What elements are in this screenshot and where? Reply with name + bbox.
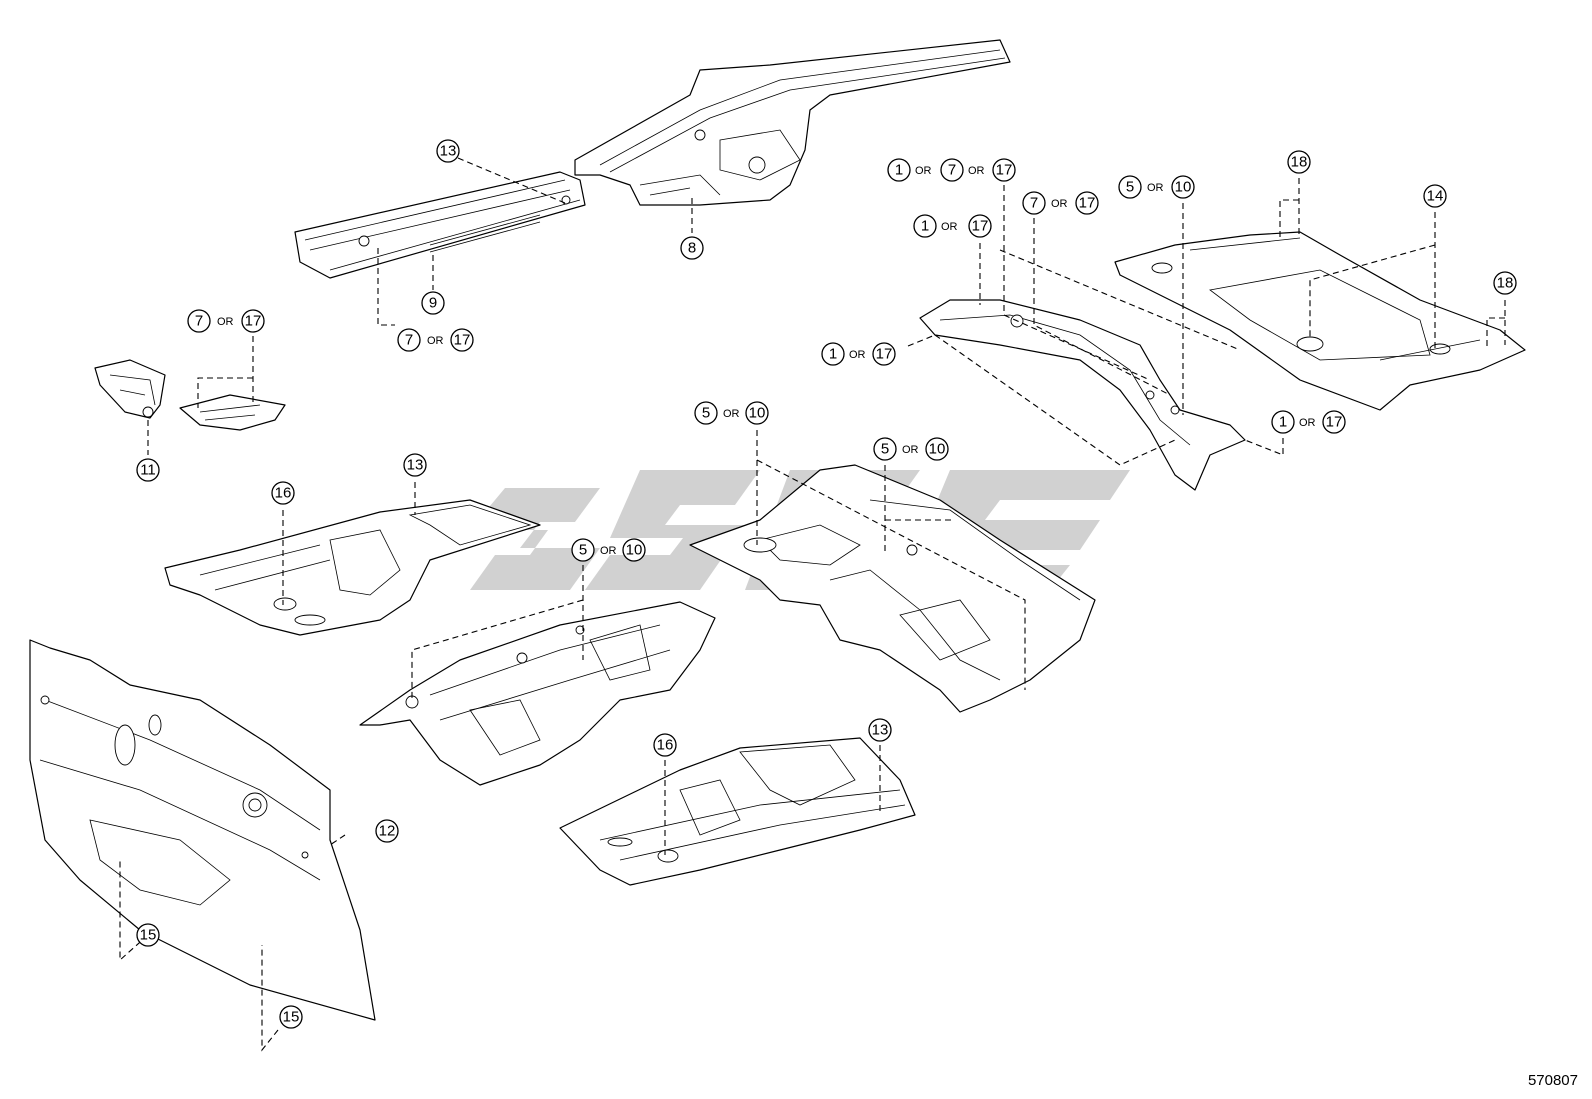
svg-text:OR: OR xyxy=(1147,182,1164,194)
svg-text:1: 1 xyxy=(829,346,837,363)
callout-13-bottom: 13 xyxy=(868,718,892,742)
part-center-floor-tunnel xyxy=(359,601,716,786)
part-rear-floor-pan xyxy=(1114,231,1526,411)
svg-text:16: 16 xyxy=(657,737,674,754)
svg-text:13: 13 xyxy=(872,722,889,739)
svg-text:7: 7 xyxy=(405,332,413,349)
part-front-side-member xyxy=(294,171,586,279)
svg-text:5: 5 xyxy=(702,405,710,422)
part-front-floor-pan-right xyxy=(559,737,916,886)
callout-7-or-17-top: 7 OR 17 xyxy=(397,328,474,352)
svg-text:OR: OR xyxy=(849,349,866,361)
callout-1-or-17-e: 1 OR 17 xyxy=(1271,410,1346,434)
svg-text:16: 16 xyxy=(275,485,292,502)
svg-text:OR: OR xyxy=(968,165,985,177)
callout-11: 11 xyxy=(136,458,160,482)
part-small-bracket xyxy=(94,359,166,419)
part-rear-floor-pan-center xyxy=(689,464,1096,713)
callout-8: 8 xyxy=(680,236,704,260)
svg-text:17: 17 xyxy=(245,313,262,330)
callout-18-b: 18 xyxy=(1493,271,1517,295)
svg-text:14: 14 xyxy=(1427,188,1444,205)
svg-text:17: 17 xyxy=(996,162,1013,179)
svg-text:17: 17 xyxy=(1326,414,1343,431)
diagram-id-label: 570807 xyxy=(1527,1072,1578,1089)
svg-text:5: 5 xyxy=(881,441,889,458)
svg-text:5: 5 xyxy=(579,542,587,559)
svg-text:13: 13 xyxy=(440,143,457,160)
callout-15-b: 15 xyxy=(279,1005,303,1029)
svg-text:OR: OR xyxy=(600,545,617,557)
svg-text:1: 1 xyxy=(1279,414,1287,431)
svg-text:10: 10 xyxy=(1175,179,1192,196)
svg-text:7: 7 xyxy=(195,313,203,330)
callout-1-or-7-or-17: 1 OR 7 OR 17 xyxy=(887,158,1016,182)
svg-text:9: 9 xyxy=(429,295,437,312)
callout-16-left: 16 xyxy=(271,481,295,505)
part-floor-brace xyxy=(179,394,286,431)
svg-text:OR: OR xyxy=(723,408,740,420)
svg-text:OR: OR xyxy=(427,335,444,347)
svg-text:18: 18 xyxy=(1497,275,1514,292)
part-front-floor-pan-left xyxy=(164,499,541,636)
svg-text:OR: OR xyxy=(1051,198,1068,210)
callout-18-a: 18 xyxy=(1287,150,1311,174)
callout-12: 12 xyxy=(375,819,399,843)
part-dash-panel xyxy=(29,639,376,1021)
svg-text:12: 12 xyxy=(379,823,396,840)
svg-text:OR: OR xyxy=(902,444,919,456)
callout-5-or-10-center: 5 OR 10 xyxy=(694,401,769,425)
callout-5-or-10-right: 5 OR 10 xyxy=(873,437,949,461)
svg-text:13: 13 xyxy=(407,457,424,474)
svg-text:OR: OR xyxy=(941,221,958,233)
svg-text:15: 15 xyxy=(283,1009,300,1026)
callout-9: 9 xyxy=(421,291,445,315)
svg-text:1: 1 xyxy=(895,162,903,179)
svg-text:OR: OR xyxy=(915,165,932,177)
svg-text:10: 10 xyxy=(929,441,946,458)
svg-text:17: 17 xyxy=(876,346,893,363)
svg-text:OR: OR xyxy=(1299,417,1316,429)
part-front-floor-side-rail xyxy=(574,39,1011,206)
callout-1-or-17-b: 1 OR 17 xyxy=(913,214,992,238)
svg-text:15: 15 xyxy=(140,927,157,944)
part-rear-floor-side-member xyxy=(919,299,1246,491)
callout-16-bottom: 16 xyxy=(653,733,677,757)
svg-text:1: 1 xyxy=(921,218,929,235)
callout-1-or-17-d: 1 OR 17 xyxy=(821,342,896,366)
svg-text:17: 17 xyxy=(1079,195,1096,212)
svg-text:5: 5 xyxy=(1126,179,1134,196)
callout-14: 14 xyxy=(1423,184,1447,208)
svg-text:17: 17 xyxy=(454,332,471,349)
callout-13-left: 13 xyxy=(403,453,427,477)
callout-13-top: 13 xyxy=(436,139,460,163)
callout-5-or-10-mid: 5 OR 10 xyxy=(571,538,646,562)
callout-15-a: 15 xyxy=(136,923,160,947)
svg-text:10: 10 xyxy=(749,405,766,422)
svg-text:10: 10 xyxy=(626,542,643,559)
svg-text:18: 18 xyxy=(1291,154,1308,171)
svg-text:OR: OR xyxy=(217,316,234,328)
leader-lines xyxy=(119,157,1506,1052)
svg-text:7: 7 xyxy=(1030,195,1038,212)
svg-text:8: 8 xyxy=(688,240,696,257)
callout-7-or-17-left: 7 OR 17 xyxy=(187,309,265,333)
svg-text:11: 11 xyxy=(140,462,156,479)
svg-text:17: 17 xyxy=(972,218,989,235)
callout-5-or-10-e: 5 OR 10 xyxy=(1118,175,1195,199)
svg-text:7: 7 xyxy=(948,162,956,179)
callout-7-or-17-c: 7 OR 17 xyxy=(1022,191,1099,215)
